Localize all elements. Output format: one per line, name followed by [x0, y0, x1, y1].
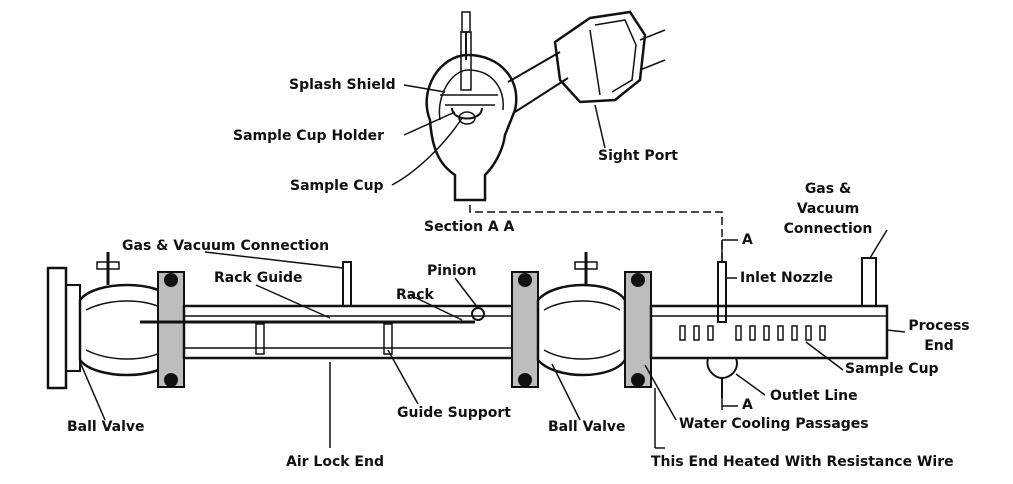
section-marker-top: A — [742, 232, 753, 248]
section-title: Section A A — [424, 219, 515, 235]
heated-end-label: This End Heated With Resistance Wire — [651, 454, 954, 470]
guide-support-label: Guide Support — [397, 405, 511, 421]
rack-label: Rack — [396, 287, 434, 303]
ball-valve-right-label: Ball Valve — [548, 419, 626, 435]
process-end-label: Process End — [908, 318, 970, 354]
air-lock-end-label: Air Lock End — [286, 454, 384, 470]
sample-cups-row — [679, 325, 826, 341]
sight-port-tube — [507, 51, 569, 113]
outlet-line-label: Outlet Line — [770, 388, 858, 404]
splash-shield-label: Splash Shield — [289, 77, 396, 93]
section-sample-cup-label: Sample Cup — [290, 178, 384, 194]
gas-vacuum-connection-left-label: Gas & Vacuum Connection — [122, 238, 330, 254]
section-housing — [425, 53, 518, 202]
right-ball-valve — [536, 283, 627, 377]
gas-vacuum-connection-right-label: Gas & Vacuum Connection — [783, 181, 873, 237]
main-assembly — [46, 239, 889, 410]
main-sample-cup-label: Sample Cup — [845, 361, 939, 377]
section-link-line — [469, 205, 723, 262]
section-marker-bottom: A — [742, 397, 753, 413]
rack-guide-label: Rack Guide — [214, 270, 303, 286]
sample-cup-holder-label: Sample Cup Holder — [233, 128, 384, 144]
outlet-line — [706, 357, 738, 380]
section-view — [391, 10, 666, 202]
water-cooling-passages-label: Water Cooling Passages — [679, 416, 869, 432]
inlet-nozzle-label: Inlet Nozzle — [740, 270, 833, 286]
pinion-label: Pinion — [427, 263, 477, 279]
sight-port-label: Sight Port — [598, 148, 678, 164]
ball-valve-left-label: Ball Valve — [67, 419, 145, 435]
leader-lines — [79, 229, 906, 449]
